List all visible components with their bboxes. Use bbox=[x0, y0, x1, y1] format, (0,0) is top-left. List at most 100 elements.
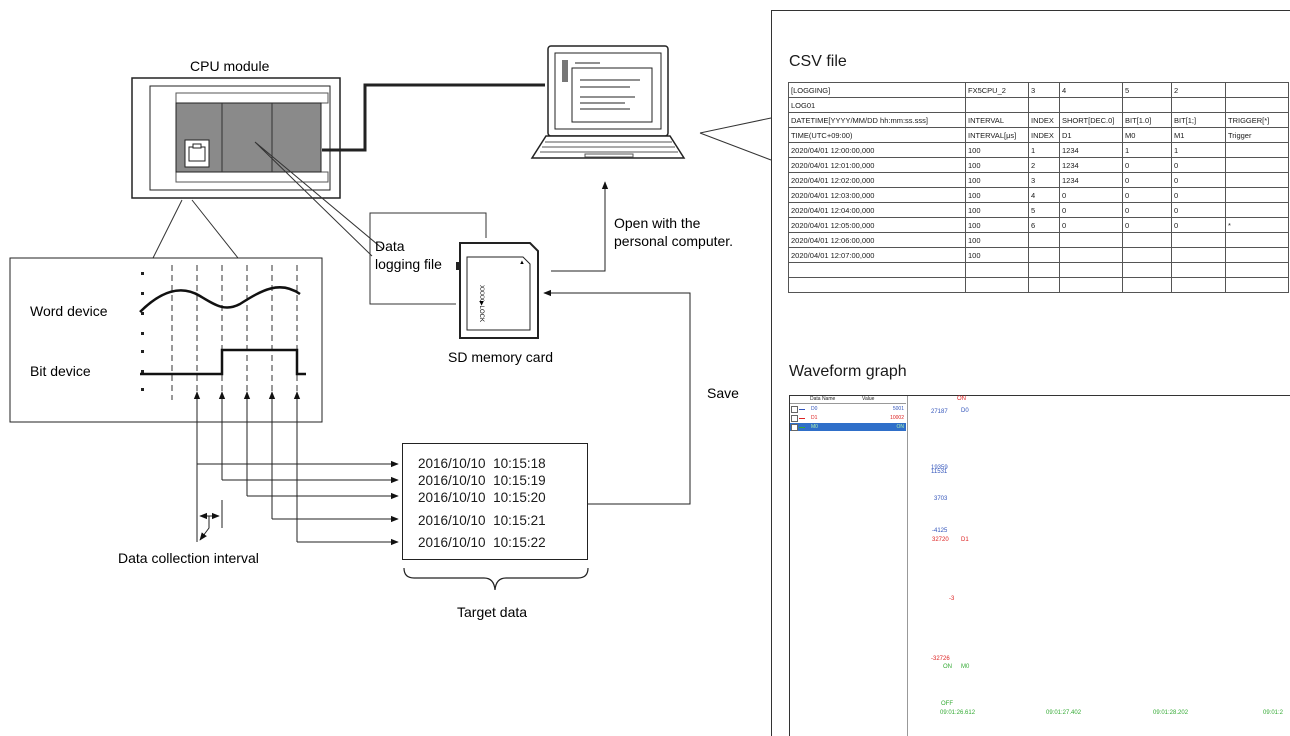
csv-cell: * bbox=[1225, 217, 1289, 233]
csv-cell: 100 bbox=[965, 202, 1029, 218]
col-value: Value bbox=[862, 396, 875, 402]
callout-lines bbox=[699, 117, 772, 161]
checkbox[interactable] bbox=[791, 406, 798, 413]
csv-cell: 0 bbox=[1171, 202, 1226, 218]
csv-cell bbox=[788, 277, 966, 293]
csv-cell: 2 bbox=[1028, 157, 1060, 173]
csv-cell bbox=[1122, 97, 1172, 113]
data-flow-arrows bbox=[197, 460, 399, 546]
csv-cell: 100 bbox=[965, 187, 1029, 203]
csv-cell bbox=[1225, 142, 1289, 158]
collection-interval-label: Data collection interval bbox=[118, 550, 259, 566]
csv-cell: 4 bbox=[1059, 82, 1123, 98]
csv-cell: FX5CPU_2 bbox=[965, 82, 1029, 98]
csv-cell: Trigger bbox=[1225, 127, 1289, 143]
save-arrow bbox=[543, 289, 691, 505]
csv-cell: 2020/04/01 12:02:00,000 bbox=[788, 172, 966, 188]
csv-cell: 2020/04/01 12:05:00,000 bbox=[788, 217, 966, 233]
csv-cell bbox=[1225, 247, 1289, 263]
bit-device-label: Bit device bbox=[30, 363, 91, 379]
sd-card-text: XXXX▶LOCK bbox=[478, 285, 484, 322]
device-value: 5001 bbox=[892, 406, 904, 412]
d0-tick: 3703 bbox=[934, 496, 948, 502]
sd-card-icon: XXXX▶LOCK ▲ bbox=[456, 242, 539, 339]
csv-cell: M1 bbox=[1171, 127, 1226, 143]
csv-cell bbox=[1225, 262, 1289, 278]
csv-cell bbox=[1225, 187, 1289, 203]
save-label: Save bbox=[707, 385, 739, 401]
csv-cell: 3 bbox=[1028, 172, 1060, 188]
csv-cell: TRIGGER[*] bbox=[1225, 112, 1289, 128]
csv-cell: 2020/04/01 12:00:00,000 bbox=[788, 142, 966, 158]
csv-cell: 100 bbox=[965, 142, 1029, 158]
collection-interval-marker bbox=[196, 500, 223, 541]
csv-cell: INDEX bbox=[1028, 112, 1060, 128]
csv-cell: 0 bbox=[1171, 217, 1226, 233]
csv-file-title: CSV file bbox=[789, 53, 847, 70]
csv-cell: 100 bbox=[965, 172, 1029, 188]
open-with-label-1: Open with the bbox=[614, 215, 701, 231]
csv-cell bbox=[965, 262, 1029, 278]
csv-cell: 0 bbox=[1059, 187, 1123, 203]
csv-cell: 1234 bbox=[1059, 142, 1123, 158]
device-name: D1 bbox=[811, 415, 818, 421]
csv-cell: 1234 bbox=[1059, 157, 1123, 173]
m0-axis-name: M0 bbox=[961, 664, 970, 670]
csv-cell bbox=[1171, 247, 1226, 263]
csv-cell: 0 bbox=[1059, 217, 1123, 233]
csv-cell: 0 bbox=[1122, 187, 1172, 203]
d1-tick: -32726 bbox=[931, 656, 950, 662]
device-list-header: Data Name Value bbox=[790, 396, 906, 404]
cpu-to-pc-line bbox=[322, 83, 545, 152]
csv-cell bbox=[1122, 232, 1172, 248]
csv-cell: 2 bbox=[1171, 82, 1226, 98]
csv-cell: 100 bbox=[965, 157, 1029, 173]
csv-row bbox=[788, 262, 1289, 278]
csv-cell bbox=[788, 262, 966, 278]
csv-cell bbox=[1028, 247, 1060, 263]
word-device-wave bbox=[139, 286, 301, 313]
waveform-callout bbox=[152, 199, 239, 259]
bit-device-wave bbox=[140, 348, 306, 376]
open-with-label-2: personal computer. bbox=[614, 233, 733, 249]
csv-cell: D1 bbox=[1059, 127, 1123, 143]
x-axis-label: 09:01:27.402 bbox=[1046, 710, 1082, 716]
csv-cell: 100 bbox=[965, 247, 1029, 263]
timestamp: 2016/10/10 10:15:18 bbox=[418, 456, 546, 471]
checkbox[interactable] bbox=[791, 424, 798, 431]
timestamp: 2016/10/10 10:15:21 bbox=[418, 513, 546, 528]
d1-tick: -3 bbox=[949, 596, 955, 602]
csv-cell bbox=[1171, 262, 1226, 278]
axis-dots bbox=[141, 272, 144, 391]
d0-axis-name: D0 bbox=[961, 408, 969, 414]
csv-cell: 2020/04/01 12:06:00,000 bbox=[788, 232, 966, 248]
data-logging-file-label-1: Data bbox=[375, 238, 405, 254]
csv-cell bbox=[1028, 97, 1060, 113]
csv-cell: 6 bbox=[1028, 217, 1060, 233]
d0-tick: 19359 bbox=[931, 465, 948, 471]
csv-cell bbox=[1225, 97, 1289, 113]
col-data-name: Data Name bbox=[810, 396, 836, 402]
csv-cell bbox=[1028, 277, 1060, 293]
csv-cell: 2020/04/01 12:07:00,000 bbox=[788, 247, 966, 263]
logging-file-callout bbox=[254, 141, 384, 257]
checkbox[interactable] bbox=[791, 415, 798, 422]
series-swatch bbox=[799, 427, 805, 428]
csv-cell bbox=[1225, 82, 1289, 98]
csv-cell bbox=[1122, 277, 1172, 293]
csv-cell bbox=[1225, 157, 1289, 173]
csv-cell bbox=[965, 277, 1029, 293]
device-value: ON bbox=[896, 424, 905, 430]
timestamp: 2016/10/10 10:15:19 bbox=[418, 473, 546, 488]
laptop-icon bbox=[530, 45, 686, 159]
csv-cell: BIT[1;] bbox=[1171, 112, 1226, 128]
data-logging-file-label-2: logging file bbox=[375, 256, 442, 272]
